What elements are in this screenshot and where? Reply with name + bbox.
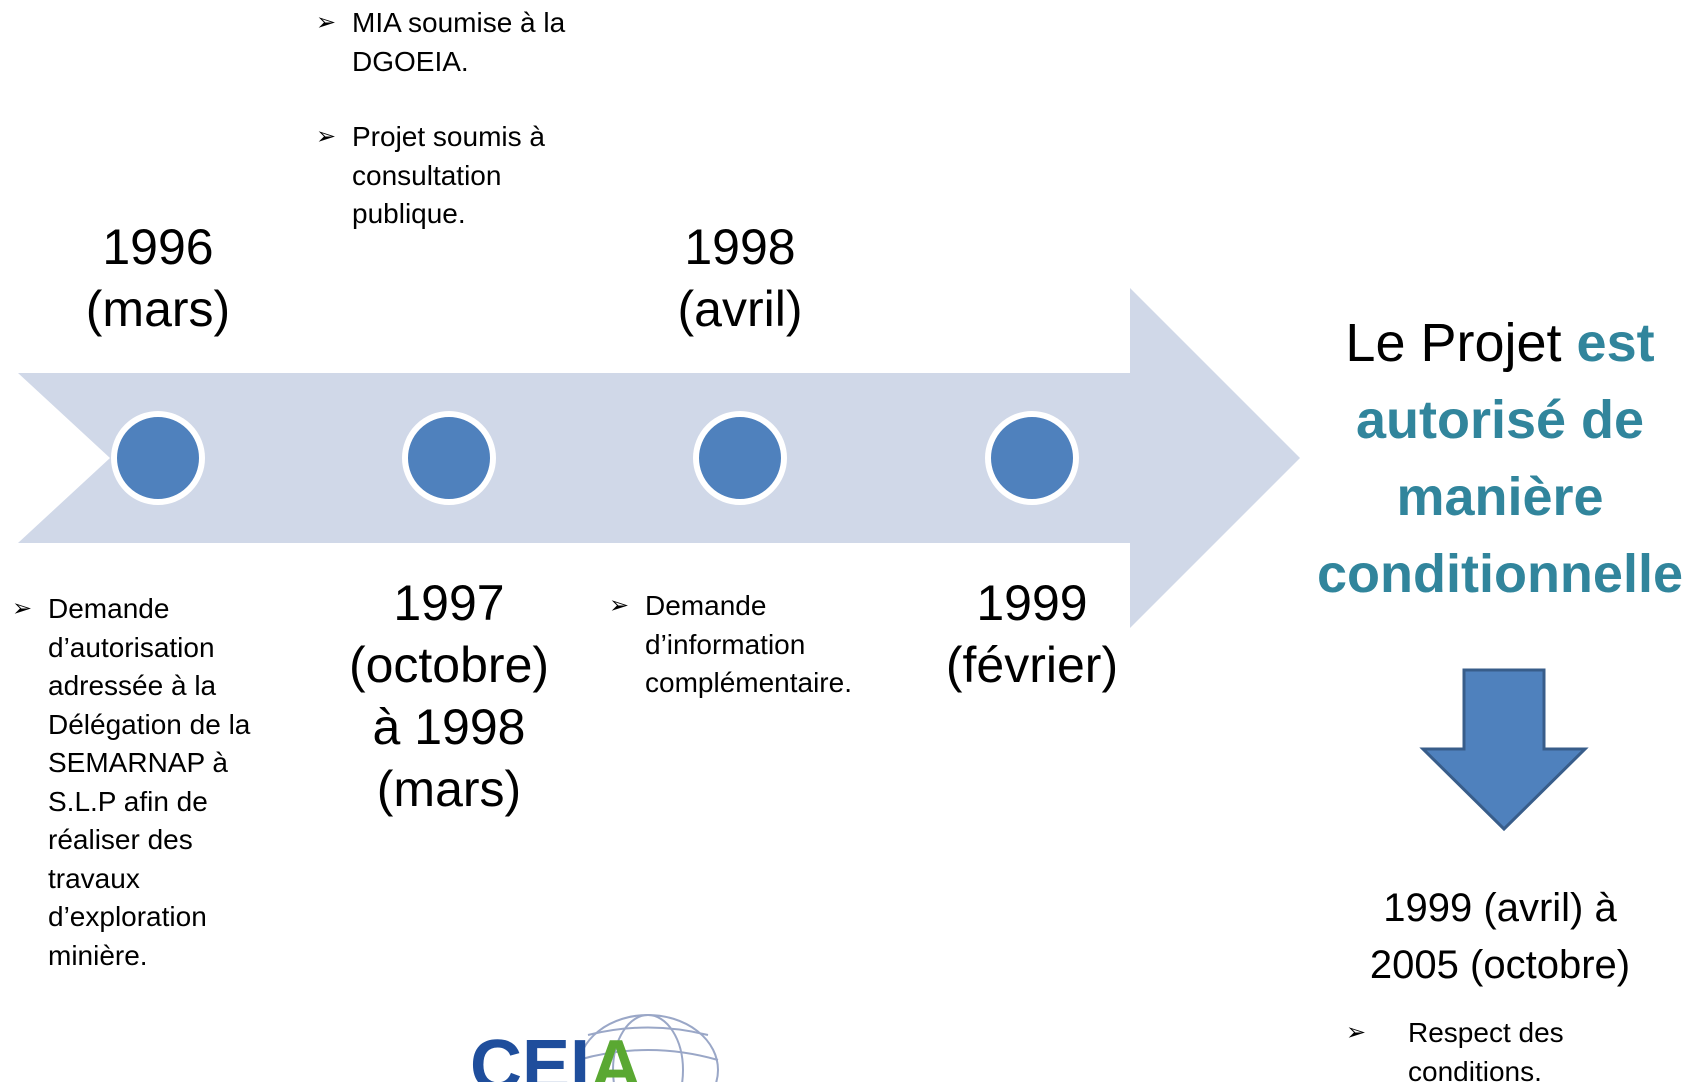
notes-1997-top: ➢ MIA soumise à la DGOEIA. ➢ Projet soum… <box>316 4 616 271</box>
bullet-arrow-icon: ➢ <box>609 592 630 619</box>
timeline-arrow <box>18 288 1300 628</box>
list-item: ➢ Projet soumis à consultation publique. <box>316 118 616 234</box>
bullet-arrow-icon: ➢ <box>1346 1019 1367 1046</box>
timeline-marker-1996 <box>111 411 205 505</box>
final-notes: ➢ Respect des conditions. <box>1346 1014 1676 1091</box>
down-arrow-icon <box>1419 668 1589 832</box>
timeline-marker-1999 <box>985 411 1079 505</box>
note-text: Demande d’information complémentaire. <box>645 590 852 698</box>
outcome-prefix: Le Projet <box>1345 313 1577 373</box>
logo-text: CEIA <box>470 1026 642 1082</box>
final-period-label: 1999 (avril) à 2005 (octobre) <box>1369 886 1631 987</box>
list-item: ➢ Respect des conditions. <box>1346 1014 1676 1091</box>
list-item: ➢ MIA soumise à la DGOEIA. <box>316 4 616 81</box>
ceia-logo: CEIA <box>470 1014 719 1082</box>
bullet-arrow-icon: ➢ <box>316 9 337 36</box>
note-text: Respect des conditions. <box>1408 1017 1564 1087</box>
bullet-arrow-icon: ➢ <box>316 123 337 150</box>
timeline-markers <box>111 411 1079 505</box>
year-label-1997-1998: 1997 (octobre) à 1998 (mars) <box>348 575 550 817</box>
year-label-1996: 1996 (mars) <box>85 219 231 337</box>
notes-1996-bottom: ➢ Demande d’autorisation adressée à la D… <box>12 590 312 975</box>
outcome-statement: Le Projet est autorisé de manière condit… <box>1300 305 1700 613</box>
year-label-1998: 1998 (avril) <box>677 219 803 337</box>
timeline-marker-1997 <box>402 411 496 505</box>
note-text: Projet soumis à consultation publique. <box>352 121 545 229</box>
note-text: Demande d’autorisation adressée à la Dél… <box>48 593 251 971</box>
note-text: MIA soumise à la DGOEIA. <box>352 7 566 77</box>
outcome-highlight: est autorisé de manière conditionnelle <box>1316 313 1683 604</box>
list-item: ➢ Demande d’autorisation adressée à la D… <box>12 590 312 975</box>
list-item: ➢ Demande d’information complémentaire. <box>609 587 909 703</box>
year-label-1999: 1999 (février) <box>945 575 1119 693</box>
timeline-marker-1998 <box>693 411 787 505</box>
notes-1998-bottom: ➢ Demande d’information complémentaire. <box>609 587 909 703</box>
bullet-arrow-icon: ➢ <box>12 595 33 622</box>
